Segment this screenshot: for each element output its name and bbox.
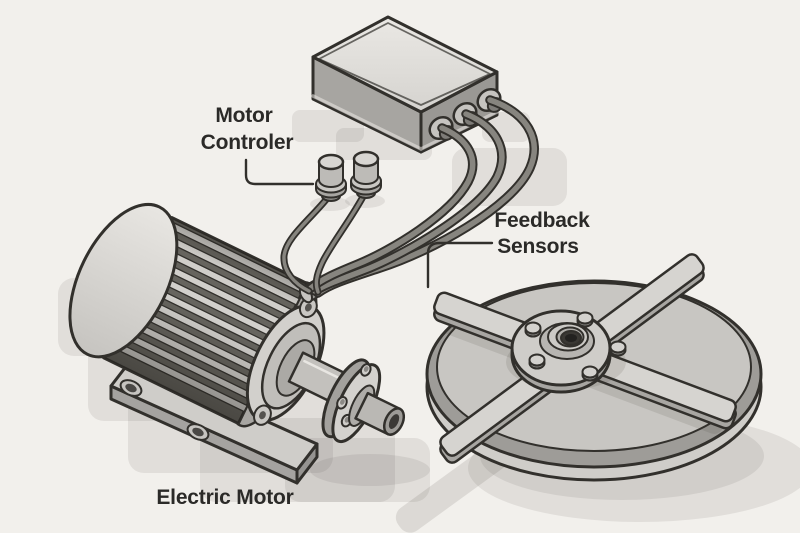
hub-bolts bbox=[524, 311, 627, 382]
label-motor-controller-line1: Motor bbox=[215, 104, 272, 127]
shaft-end-bore bbox=[388, 414, 400, 429]
sensor-wires bbox=[280, 189, 369, 296]
hub-center-bore bbox=[539, 322, 595, 360]
hub-bolt bbox=[609, 340, 627, 357]
coupling-bolt bbox=[336, 396, 348, 410]
base-bolt-hole bbox=[186, 423, 210, 441]
sensor-wire-left bbox=[280, 192, 333, 295]
sensor-wire-right bbox=[312, 189, 369, 296]
sensor-cap bbox=[317, 153, 345, 171]
label-feedback-sensors-line2: Sensors bbox=[497, 235, 578, 258]
control-cable bbox=[306, 123, 478, 293]
motor-body bbox=[68, 202, 406, 444]
motor-back-cap bbox=[68, 202, 179, 359]
coupling-bolt bbox=[359, 363, 372, 377]
label-feedback-sensors-line1: Feedback bbox=[494, 209, 590, 232]
label-electric-motor: Electric Motor bbox=[156, 486, 293, 509]
electric-motor bbox=[68, 202, 406, 485]
label-motor-controller-line2: Controler bbox=[201, 131, 294, 154]
feedback-sensor-right bbox=[350, 150, 382, 199]
feedback-sensor-left bbox=[315, 153, 347, 202]
control-cables bbox=[306, 95, 539, 298]
hub-bolt bbox=[524, 321, 542, 338]
leader-line-controller bbox=[244, 158, 315, 186]
leader-line-sensors bbox=[426, 241, 494, 289]
flywheel-assembly bbox=[425, 253, 763, 482]
sensor-cap bbox=[352, 150, 380, 168]
hub-bolt bbox=[581, 365, 599, 382]
base-bolt-hole bbox=[119, 379, 143, 397]
box-lid-line bbox=[318, 22, 491, 106]
hub-flange bbox=[506, 309, 627, 394]
end-bell-lug bbox=[253, 404, 272, 426]
hub-bolt bbox=[528, 353, 546, 370]
control-cable bbox=[310, 109, 507, 296]
box-top-face bbox=[311, 15, 499, 114]
